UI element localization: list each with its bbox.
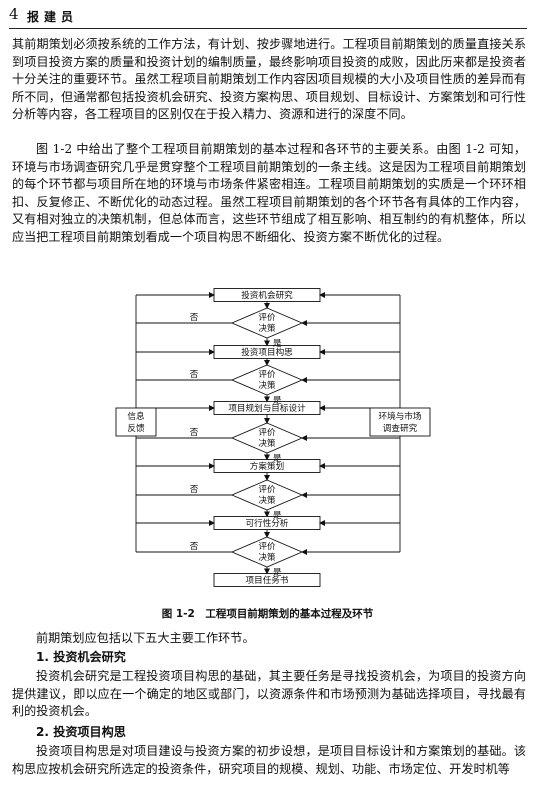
decision-label: 决策 xyxy=(258,551,276,563)
decision-label: 评价 xyxy=(258,427,276,438)
figure-caption: 图 1-2 工程项目前期策划的基本过程及环节 xyxy=(161,608,374,620)
paragraph-3: 前期策划应包括以下五大主要工作环节。 xyxy=(36,631,255,645)
stage-label: 投资项目构思 xyxy=(241,346,293,358)
page-header: 4 报建员 xyxy=(9,4,527,29)
stage-label: 方案策划 xyxy=(250,460,284,472)
page-number: 4 xyxy=(9,5,19,23)
no-label: 否 xyxy=(190,427,199,438)
paragraph-4: 投资机会研究是工程投资项目构思的基础，其主要任务是寻找投资机会，为项目的投资方向… xyxy=(12,669,526,719)
no-label: 否 xyxy=(190,484,199,495)
no-label: 否 xyxy=(190,541,199,552)
decision-label: 评价 xyxy=(258,369,276,380)
paragraph-1: 其前期策划必须按系统的工作方法，有计划、按步骤地进行。工程项目前期策划的质量直接… xyxy=(12,37,526,122)
env-research-label: 环境与市场 xyxy=(379,410,422,422)
info-feedback-label: 信息 xyxy=(127,410,145,422)
env-research-label: 调查研究 xyxy=(383,422,418,434)
decision-label: 决策 xyxy=(258,437,276,449)
paragraph-5: 投资项目构思是对项目建设与投资方案的初步设想，是项目目标设计和方案策划的基础。该… xyxy=(12,744,526,776)
stage-label: 项目规划与目标设计 xyxy=(228,402,306,414)
info-feedback-box xyxy=(115,407,157,437)
yes-label: 是 xyxy=(273,510,282,521)
yes-label: 是 xyxy=(273,567,282,578)
decision-label: 决策 xyxy=(258,322,276,334)
yes-label: 是 xyxy=(273,395,282,406)
decision-label: 评价 xyxy=(258,484,276,495)
decision-label: 评价 xyxy=(258,541,276,552)
env-research-box xyxy=(369,407,431,437)
running-title: 报建员 xyxy=(27,10,79,24)
decision-label: 决策 xyxy=(258,379,276,391)
yes-label: 是 xyxy=(273,338,282,349)
decision-label: 评价 xyxy=(258,312,276,323)
stage-label: 项目任务书 xyxy=(246,574,289,586)
section-heading-1: 1. 投资机会研究 xyxy=(36,650,126,664)
yes-label: 是 xyxy=(273,453,282,464)
section-heading-2: 2. 投资项目构思 xyxy=(36,725,126,739)
no-label: 否 xyxy=(190,312,199,323)
decision-label: 决策 xyxy=(258,494,276,506)
stage-label: 投资机会研究 xyxy=(241,289,293,301)
flowchart-figure: 投资机会研究投资项目构思项目规划与目标设计方案策划可行性分析项目任务书评价决策是… xyxy=(112,285,432,605)
flowchart-svg: 投资机会研究投资项目构思项目规划与目标设计方案策划可行性分析项目任务书评价决策是… xyxy=(115,288,431,587)
info-feedback-label: 反馈 xyxy=(127,422,145,434)
no-label: 否 xyxy=(190,369,199,380)
paragraph-2: 图 1-2 中给出了整个工程项目前期策划的基本过程和各环节的主要关系。由图 1-… xyxy=(12,142,526,244)
stage-label: 可行性分析 xyxy=(246,517,289,529)
